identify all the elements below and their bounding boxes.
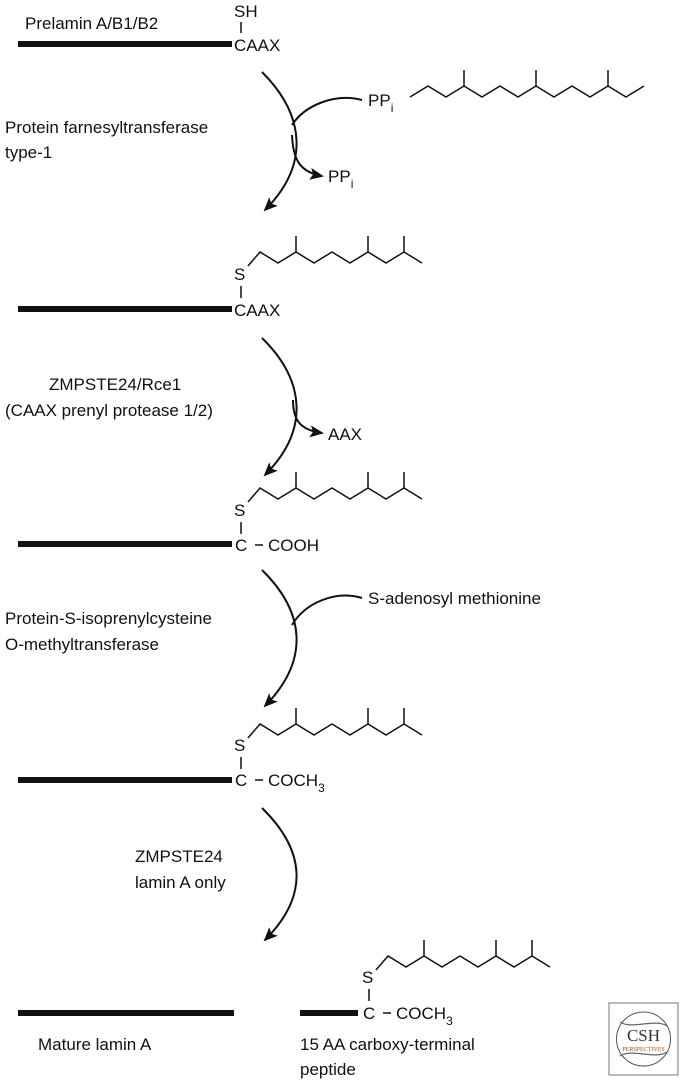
ppi-product: PPi <box>328 167 353 191</box>
sh-group: SH <box>234 2 258 21</box>
coch3-group-3: COCH3 <box>268 771 325 795</box>
sulfur-4: S <box>362 968 373 987</box>
aax-out-arrow <box>292 399 324 438</box>
caax-motif-1: CAAX <box>234 301 280 320</box>
enzyme3-label-line2: O-methyltransferase <box>5 635 159 654</box>
farnesyl-chain-2 <box>247 487 423 503</box>
reaction-arrow-4 <box>261 807 298 942</box>
sam-cosubstrate: S-adenosyl methionine <box>368 589 541 608</box>
ppi-in-arrow <box>291 96 363 126</box>
ppi-substrate: PPi <box>368 91 393 115</box>
enzyme4-label-line1: ZMPSTE24 <box>135 847 223 866</box>
reaction-arrow-2 <box>261 337 298 477</box>
csh-perspectives-logo: CSH PERSPECTIVES <box>608 1002 679 1076</box>
sulfur-3: S <box>234 736 245 755</box>
carbon-3: C <box>235 771 247 790</box>
enzyme4-label-line2: lamin A only <box>135 873 226 892</box>
logo-text-perspectives: PERSPECTIVES <box>622 1047 664 1053</box>
carbon-2: C <box>235 536 247 555</box>
reaction-arrow-1 <box>261 71 298 212</box>
caax-motif-0: CAAX <box>234 36 280 55</box>
peptide-label-line1: 15 AA carboxy-terminal <box>300 1035 475 1054</box>
prelamin-label: Prelamin A/B1/B2 <box>25 14 158 33</box>
farnesyl-chain-4 <box>375 955 551 971</box>
aax-product: AAX <box>328 425 362 444</box>
sulfur-1: S <box>234 265 245 284</box>
sam-in-arrow <box>291 594 363 626</box>
enzyme1-label-line1: Protein farnesyltransferase <box>5 118 208 137</box>
enzyme2-label-line2: (CAAX prenyl protease 1/2) <box>5 401 213 420</box>
farnesyl-chain-ppi <box>409 85 645 98</box>
sulfur-2: S <box>234 501 245 520</box>
enzyme1-label-line2: type-1 <box>5 143 52 162</box>
coch3-group-4: COCH3 <box>396 1004 453 1028</box>
carbon-4: C <box>363 1004 375 1023</box>
farnesyl-chain-1 <box>247 251 423 267</box>
enzyme3-label-line1: Protein-S-isoprenylcysteine <box>5 609 212 628</box>
farnesyl-chain-3 <box>247 723 423 739</box>
reaction-arrow-3 <box>261 569 298 708</box>
enzyme2-label-line1: ZMPSTE24/Rce1 <box>49 375 181 394</box>
cooh-group: COOH <box>268 536 319 555</box>
peptide-label-line2: peptide <box>300 1060 356 1079</box>
mature-lamin-label: Mature lamin A <box>38 1035 152 1054</box>
ppi-out-arrow <box>291 134 324 180</box>
logo-text-csh: CSH <box>627 1026 660 1045</box>
